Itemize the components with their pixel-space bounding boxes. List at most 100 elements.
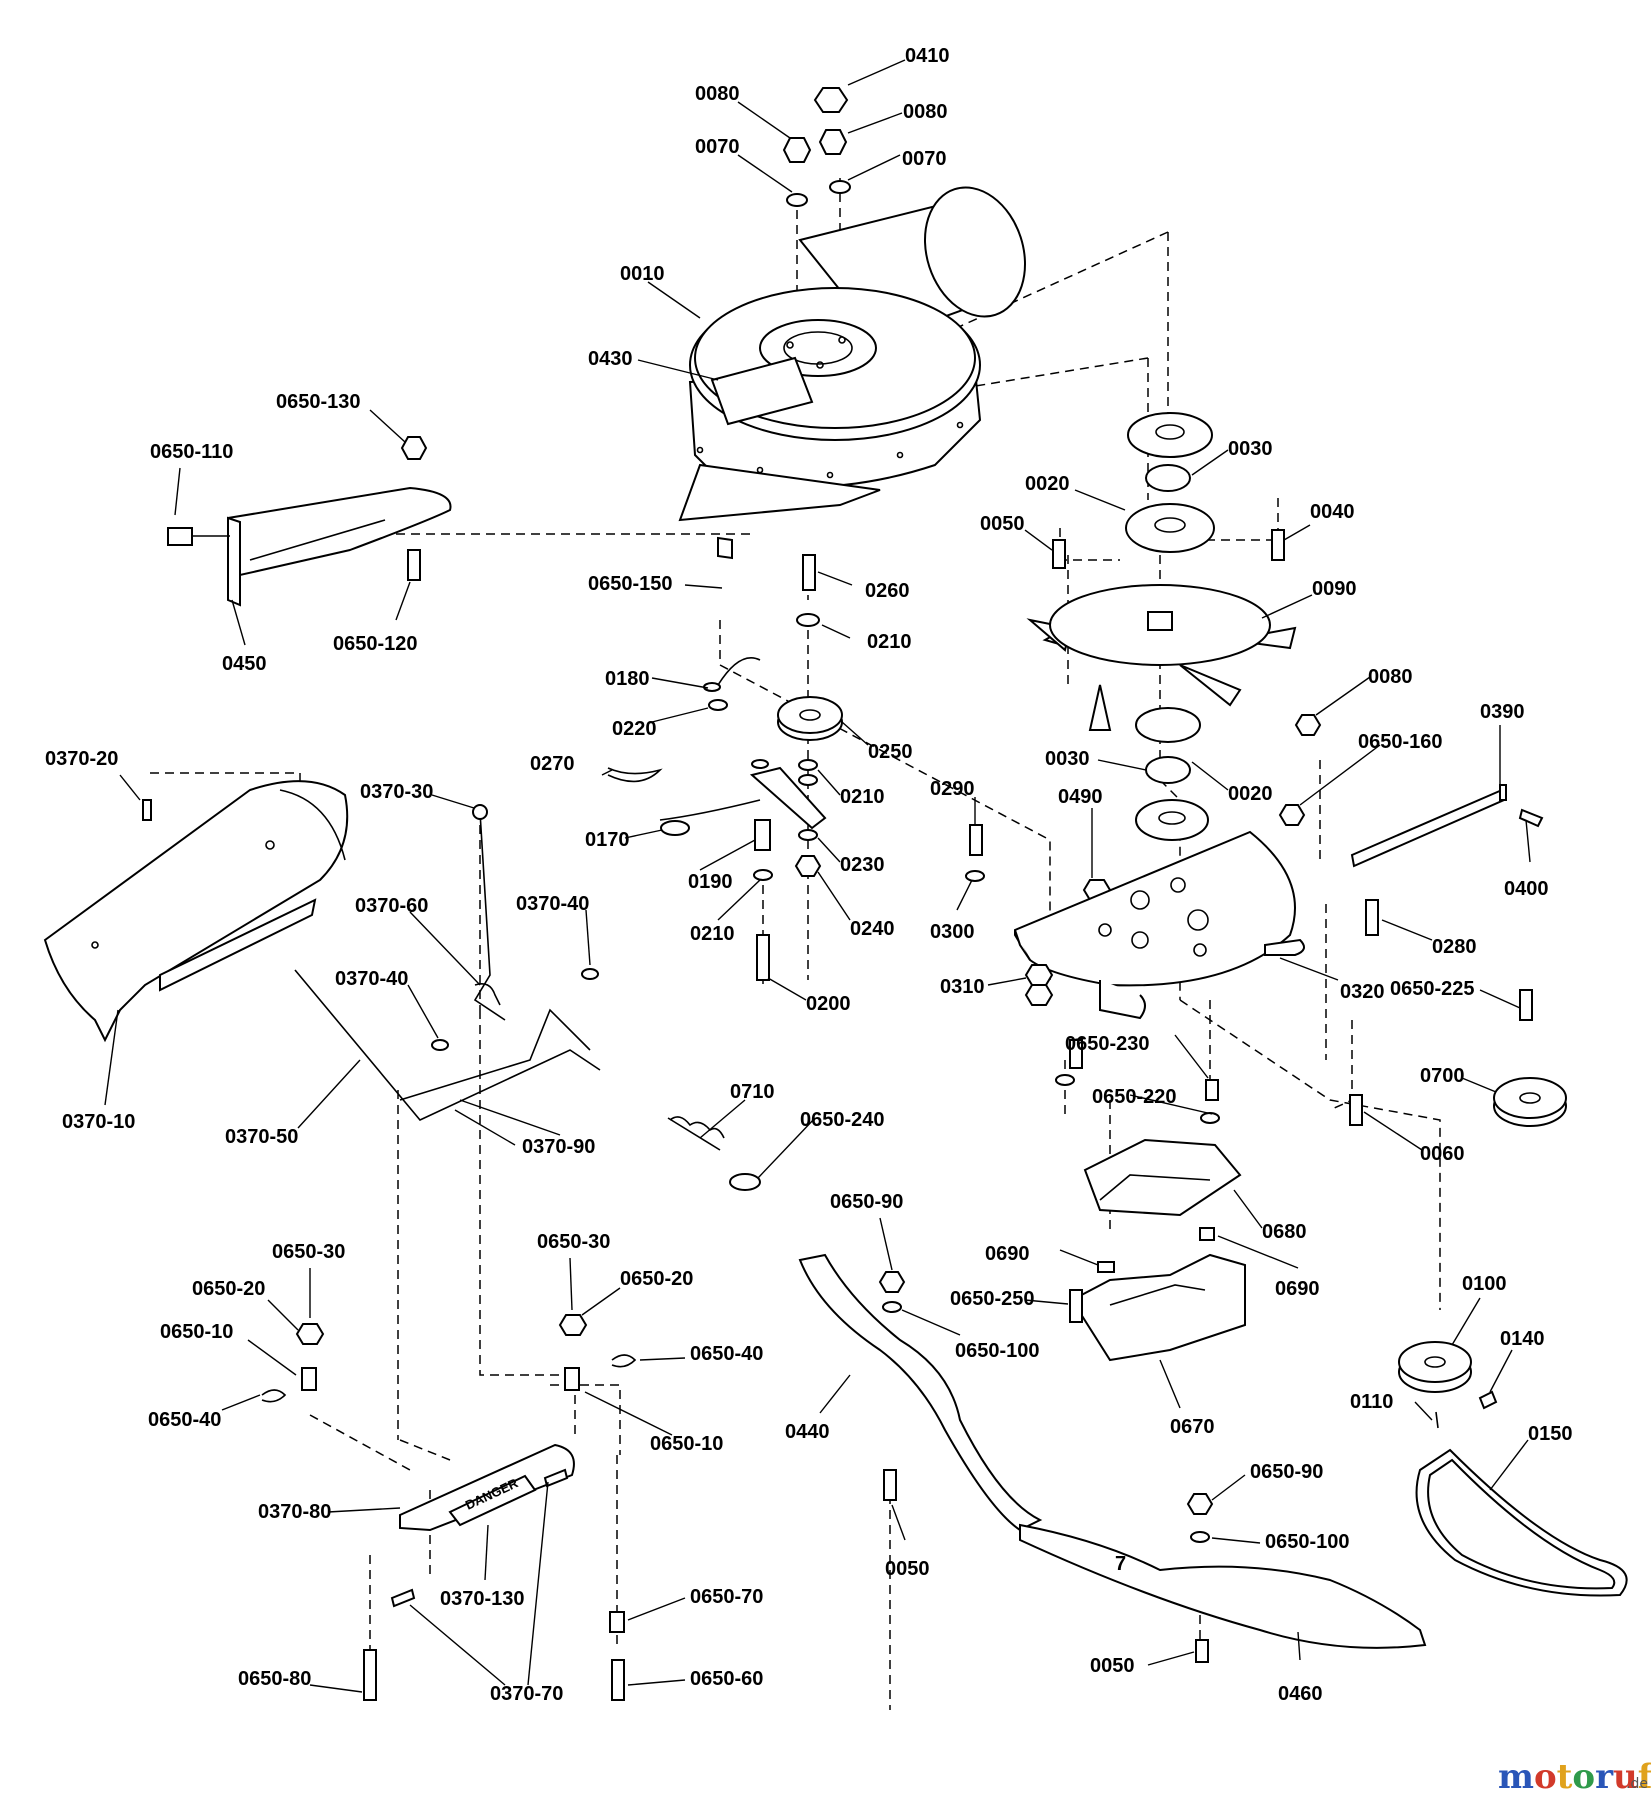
callout-0650-120: 0650-120	[333, 633, 418, 655]
callout-0400: 0400	[1504, 878, 1549, 900]
callout-0650-150: 0650-150	[588, 573, 673, 595]
watermark-text: motoruf	[1498, 1757, 1651, 1797]
callout-0240: 0240	[850, 918, 895, 940]
shields	[1055, 1039, 1246, 1362]
callout-0670: 0670	[1170, 1416, 1215, 1438]
bolt-0650-225-icon	[1519, 989, 1533, 1021]
callout-0030-top: 0030	[1228, 438, 1273, 460]
callout-0690: 0690	[1275, 1278, 1320, 1300]
nut-0650-90-icon	[878, 1271, 906, 1293]
callout-0700: 0700	[1420, 1065, 1465, 1087]
callout-0170: 0170	[585, 829, 630, 851]
callout-0230: 0230	[840, 854, 885, 876]
callout-0300: 0300	[930, 921, 975, 943]
screw-0370-20-icon	[142, 799, 152, 821]
callout-0080-right: 0080	[1368, 666, 1413, 688]
callout-0650-160: 0650-160	[1358, 731, 1443, 753]
spring-0270	[607, 767, 663, 783]
clip-0650-40-right-icon	[611, 1354, 637, 1368]
callout-0370-10: 0370-10	[62, 1111, 135, 1133]
callout-0650-220: 0650-220	[1092, 1086, 1177, 1108]
callout-0650-30: 0650-30	[272, 1241, 345, 1263]
bearing-flange-0020-lower-icon	[1135, 707, 1201, 743]
bearing-flange-0020-bottom-icon	[1135, 799, 1209, 841]
spacer-0190-icon	[754, 819, 771, 851]
nut-0080-right-icon	[1294, 714, 1322, 736]
pulley-0250-icon	[777, 696, 843, 734]
callout-0080: 0080	[903, 101, 948, 123]
callout-0450: 0450	[222, 653, 267, 675]
nut-0650-90-right-icon	[1186, 1493, 1214, 1515]
callout-0180: 0180	[605, 668, 650, 690]
clip-0650-40-icon	[261, 1389, 287, 1403]
plate-0320	[965, 784, 1544, 1020]
callout-0020-top: 0020	[1025, 473, 1070, 495]
callout-0110: 0110	[1350, 1391, 1393, 1413]
nut-0080-left-icon	[782, 137, 812, 163]
callout-0650-40: 0650-40	[148, 1409, 221, 1431]
bolt-0260-icon	[802, 554, 816, 591]
bearing-flange-0020-icon	[1125, 503, 1215, 553]
callout-0070: 0070	[902, 148, 947, 170]
bolt-0370-70-icon	[390, 1588, 416, 1608]
callout-0370-40: 0370-40	[516, 893, 589, 915]
bolt-0050-icon	[1052, 539, 1066, 569]
callout-0370-80: 0370-80	[258, 1501, 331, 1523]
setscrew-0140-icon	[1478, 1390, 1498, 1410]
callout-0650-30-right: 0650-30	[537, 1231, 610, 1253]
callout-0650-100-right: 0650-100	[1265, 1531, 1350, 1553]
callout-0410: 0410	[905, 45, 950, 67]
nut-0650-160-icon	[1278, 804, 1306, 826]
callout-0210-mid: 0210	[840, 786, 885, 808]
nut-0650-130-icon	[400, 436, 428, 460]
callout-0430: 0430	[588, 348, 633, 370]
control-rods	[294, 804, 761, 1191]
callout-0650-10: 0650-10	[160, 1321, 233, 1343]
bolt-0290-icon	[969, 824, 983, 856]
callout-0370-70: 0370-70	[490, 1683, 563, 1705]
bolt-0200-icon	[756, 934, 770, 981]
washer-0210-icon	[796, 613, 820, 627]
bolt-0050-mid-icon	[883, 1469, 897, 1501]
nut-0650-30-icon	[295, 1323, 325, 1345]
bearing-0030-top-icon	[1145, 464, 1191, 492]
decal-0430	[710, 356, 814, 426]
nut-0310-icon	[1024, 964, 1054, 986]
callout-labels: 0410 0080 0080 0070 0070 0010 0430 0650-…	[45, 45, 1573, 1705]
callout-0710: 0710	[730, 1081, 775, 1103]
callout-0680: 0680	[1262, 1221, 1307, 1243]
callout-0250: 0250	[868, 741, 913, 763]
nut-0410-icon	[813, 87, 849, 113]
callout-0080-left: 0080	[695, 83, 740, 105]
callout-0650-20-right: 0650-20	[620, 1268, 693, 1290]
bolt-0280-icon	[1365, 899, 1379, 936]
callout-0290: 0290	[930, 778, 975, 800]
link-0650-240-icon	[729, 1173, 761, 1191]
watermark-logo: motoruf .de	[1498, 1757, 1651, 1797]
callout-0490: 0490	[1058, 786, 1103, 808]
rod-0370-30	[473, 811, 506, 1021]
callout-0650-80: 0650-80	[238, 1668, 311, 1690]
washer-0220-icon	[708, 699, 728, 711]
bolt-0050-right-icon	[1195, 1639, 1209, 1663]
callout-0370-50: 0370-50	[225, 1126, 298, 1148]
decal-0370-130	[448, 1474, 537, 1527]
callout-0270: 0270	[530, 753, 575, 775]
callout-0650-10-right: 0650-10	[650, 1433, 723, 1455]
washer-0650-100-icon	[882, 1301, 902, 1313]
callout-0210: 0210	[867, 631, 912, 653]
callout-0090: 0090	[1312, 578, 1357, 600]
callout-0200: 0200	[806, 993, 851, 1015]
callout-0370-60: 0370-60	[355, 895, 428, 917]
spring-0370-60	[474, 982, 501, 1006]
washer-0650-220-icon	[1200, 1112, 1220, 1124]
bolt-0650-60-icon	[611, 1659, 625, 1701]
callout-0650-100: 0650-100	[955, 1340, 1040, 1362]
callout-0260: 0260	[865, 580, 910, 602]
screw-0400-icon	[1518, 808, 1544, 828]
callout-0370-130: 0370-130	[440, 1588, 525, 1610]
callout-0020-low: 0020	[1228, 783, 1273, 805]
lower-left-hardware: DANGER	[261, 1314, 637, 1701]
bolt-0370-70-right-icon	[543, 1468, 569, 1488]
